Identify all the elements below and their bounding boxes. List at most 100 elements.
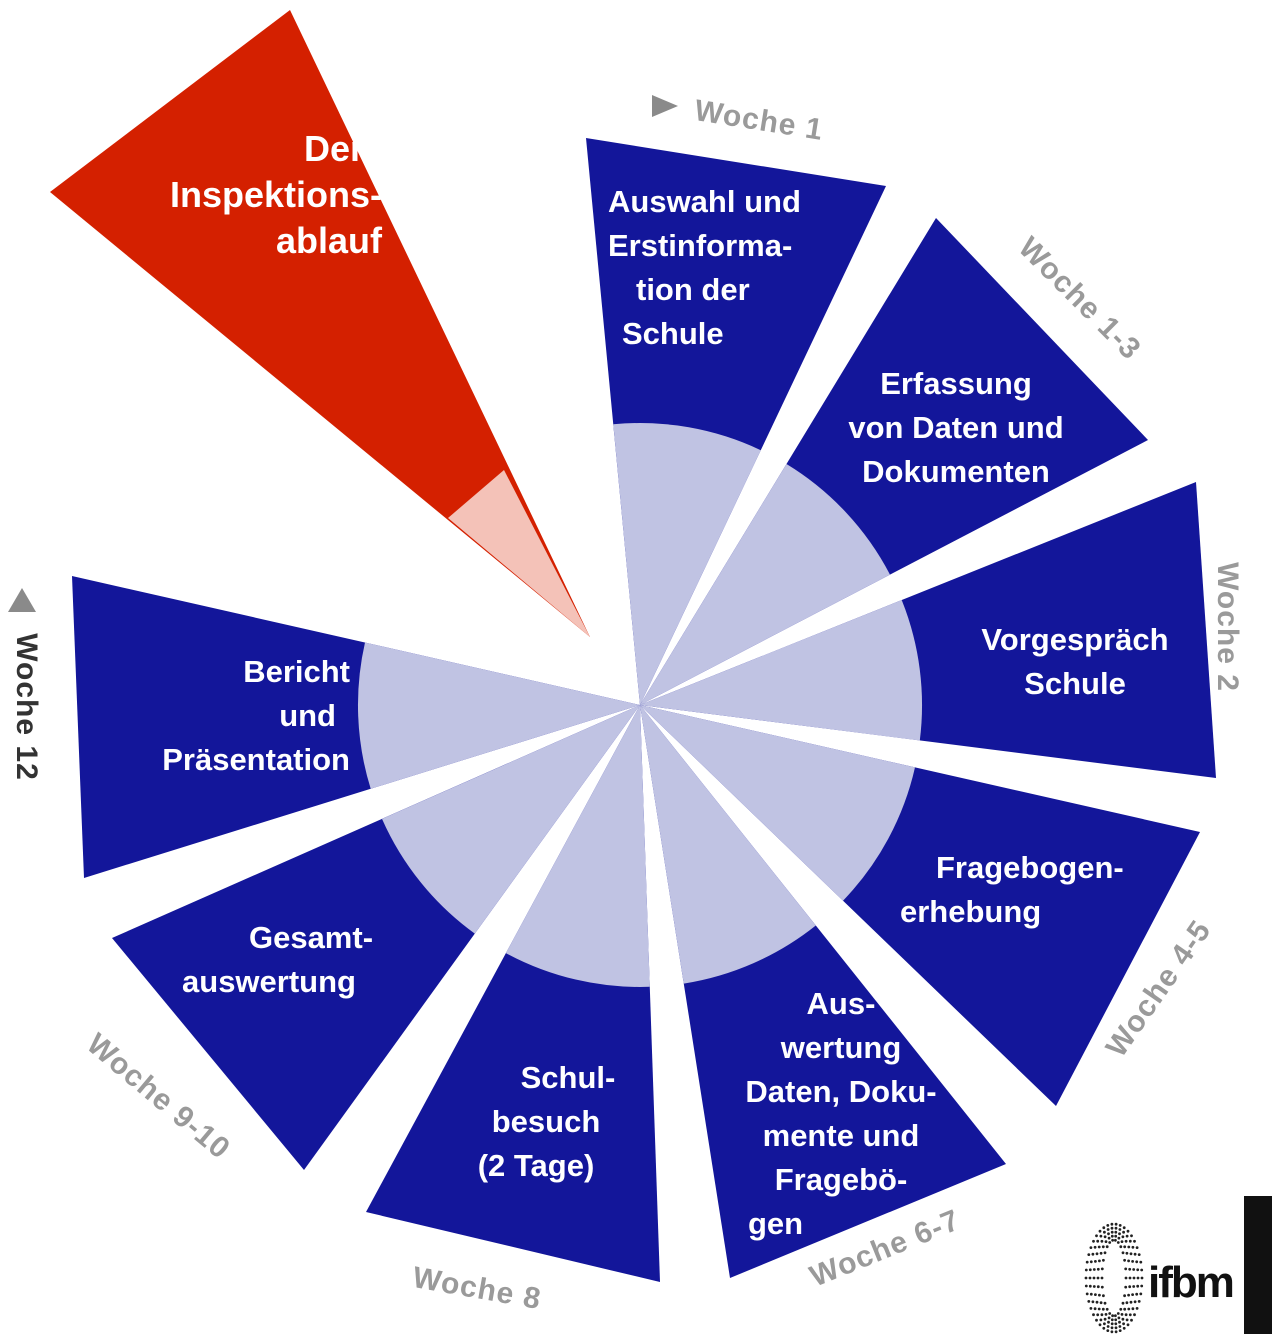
label-line: Daten, Doku- bbox=[745, 1074, 937, 1109]
logo-dot bbox=[1089, 1307, 1093, 1310]
logo-dot bbox=[1121, 1301, 1125, 1305]
logo-dot bbox=[1099, 1251, 1103, 1255]
logo-dot bbox=[1125, 1251, 1129, 1255]
label-line: Dokumenten bbox=[862, 454, 1050, 489]
logo-dot bbox=[1103, 1235, 1107, 1239]
logo-dot bbox=[1128, 1239, 1132, 1243]
label-line: und bbox=[279, 698, 336, 733]
logo-dot bbox=[1127, 1245, 1131, 1249]
logo-dot bbox=[1139, 1260, 1143, 1264]
logo-dot bbox=[1136, 1276, 1140, 1280]
logo-dot bbox=[1136, 1268, 1140, 1272]
label-bericht: Bericht und Präsentation bbox=[110, 650, 350, 782]
logo-dot bbox=[1124, 1276, 1128, 1280]
label-line: besuch bbox=[491, 1104, 601, 1139]
logo-dot bbox=[1116, 1241, 1120, 1244]
logo-dot bbox=[1092, 1313, 1095, 1317]
logo-dot bbox=[1125, 1301, 1129, 1305]
logo-dot bbox=[1106, 1325, 1110, 1328]
label-line: mente und bbox=[762, 1118, 920, 1153]
logo-dot bbox=[1128, 1267, 1132, 1271]
week-label-2: Woche 2 bbox=[1210, 562, 1244, 692]
logo-dot bbox=[1100, 1267, 1104, 1271]
logo-dot bbox=[1118, 1325, 1122, 1328]
logo-dot bbox=[1096, 1313, 1100, 1317]
label-line: Erstinforma- bbox=[608, 228, 793, 263]
logo-dot bbox=[1110, 1330, 1114, 1334]
logo-dot bbox=[1097, 1307, 1101, 1311]
logo-dot bbox=[1119, 1307, 1123, 1311]
logo-dot bbox=[1106, 1224, 1110, 1227]
logo-dot bbox=[1131, 1245, 1135, 1249]
logo-dot bbox=[1095, 1252, 1099, 1256]
title-wedge bbox=[50, 10, 590, 637]
logo-dot bbox=[1124, 1267, 1128, 1271]
logo-dot bbox=[1114, 1230, 1118, 1234]
logo-dot bbox=[1098, 1259, 1101, 1263]
logo-dot bbox=[1098, 1293, 1101, 1297]
logo-dot bbox=[1105, 1245, 1109, 1249]
logo-dot bbox=[1123, 1245, 1127, 1249]
logo-dot bbox=[1140, 1276, 1144, 1280]
ifbm-logo-icon bbox=[1084, 1222, 1144, 1334]
logo-dot bbox=[1092, 1276, 1096, 1280]
logo-dot bbox=[1117, 1236, 1121, 1240]
logo-dot bbox=[1107, 1232, 1110, 1236]
logo-dot bbox=[1108, 1312, 1112, 1315]
sector-gesamtauswertung bbox=[382, 705, 640, 934]
logo-dot bbox=[1099, 1318, 1103, 1322]
logo-dot bbox=[1110, 1318, 1114, 1322]
logo-dot bbox=[1088, 1284, 1092, 1288]
logo-dot bbox=[1114, 1226, 1118, 1230]
logo-dot bbox=[1123, 1258, 1126, 1262]
week-label-12: Woche 12 bbox=[9, 633, 43, 781]
logo-dot bbox=[1103, 1230, 1106, 1234]
logo-dot bbox=[1120, 1313, 1124, 1316]
logo-dot bbox=[1111, 1314, 1114, 1318]
logo-dot bbox=[1131, 1307, 1135, 1311]
logo-dot bbox=[1123, 1294, 1126, 1298]
logo-dot bbox=[1128, 1285, 1132, 1289]
label-line: erhebung bbox=[900, 894, 1042, 929]
logo-dot bbox=[1106, 1228, 1110, 1231]
logo-dot bbox=[1095, 1318, 1098, 1322]
sector-fragebogen bbox=[640, 705, 915, 901]
logo-dot bbox=[1100, 1313, 1104, 1317]
sector-erfassung bbox=[640, 464, 890, 705]
logo-dot bbox=[1085, 1292, 1089, 1296]
logo-dot bbox=[1098, 1323, 1102, 1327]
logo-dot bbox=[1132, 1268, 1136, 1271]
sector-bericht bbox=[357, 642, 640, 789]
logo-text: ifbm bbox=[1148, 1258, 1235, 1307]
label-line: tion der bbox=[636, 272, 750, 307]
logo-dot bbox=[1114, 1314, 1117, 1318]
logo-dot bbox=[1114, 1222, 1118, 1226]
logo-dot bbox=[1129, 1300, 1133, 1304]
logo-dot bbox=[1103, 1251, 1107, 1255]
label-auswertung: Aus- wertung Daten, Doku- mente und Frag… bbox=[714, 982, 968, 1246]
title-wedge-inner bbox=[448, 470, 590, 637]
label-line: (2 Tage) bbox=[477, 1148, 595, 1183]
logo-dot bbox=[1087, 1300, 1091, 1303]
logo-dot bbox=[1135, 1292, 1139, 1296]
logo-dot bbox=[1095, 1300, 1099, 1304]
logo-dot bbox=[1137, 1253, 1141, 1256]
logo-dot bbox=[1089, 1246, 1093, 1249]
logo-dot bbox=[1130, 1318, 1133, 1322]
logo-dot bbox=[1114, 1234, 1118, 1238]
logo-dot bbox=[1131, 1260, 1134, 1263]
logo-dot bbox=[1123, 1307, 1127, 1311]
logo-dot bbox=[1124, 1313, 1128, 1317]
logo-dot bbox=[1093, 1307, 1097, 1311]
logo-dot bbox=[1092, 1268, 1096, 1271]
logo-dot bbox=[1102, 1258, 1105, 1262]
logo-dot bbox=[1110, 1322, 1114, 1326]
label-line: Schul- bbox=[520, 1060, 616, 1095]
label-line: Bericht bbox=[243, 654, 350, 689]
logo-dot bbox=[1110, 1234, 1114, 1238]
logo-dot bbox=[1102, 1294, 1105, 1298]
logo-dot bbox=[1084, 1268, 1088, 1272]
logo-dot bbox=[1119, 1245, 1123, 1249]
logo-dot bbox=[1114, 1330, 1118, 1334]
logo-dot bbox=[1096, 1276, 1100, 1280]
